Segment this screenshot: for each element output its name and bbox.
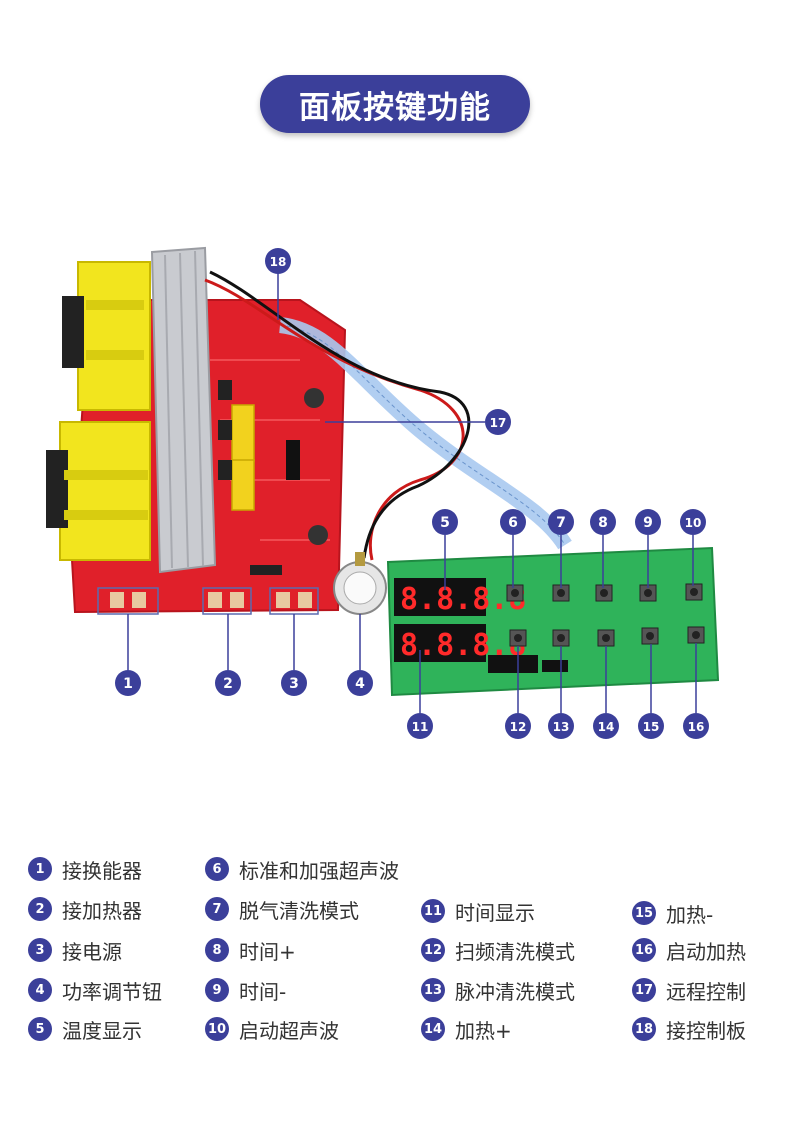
- transformer-upper: [62, 261, 151, 411]
- callout-circle: [548, 509, 574, 535]
- transformer-lower: [46, 421, 151, 561]
- callout-circle: [265, 248, 291, 274]
- callout-marker-17: 17: [485, 409, 511, 435]
- callout-circle: [500, 509, 526, 535]
- callout-marker-3: 3: [281, 670, 307, 696]
- callout-circle: [505, 713, 531, 739]
- callout-number: 7: [556, 515, 566, 531]
- callout-circle: [593, 713, 619, 739]
- callout-marker-1: 1: [115, 670, 141, 696]
- callout-number: 17: [490, 416, 507, 430]
- callout-number: 18: [270, 255, 287, 269]
- callout-circle: [485, 409, 511, 435]
- page-title: 面板按键功能: [260, 75, 530, 133]
- callout-marker-16: 16: [683, 713, 709, 739]
- callout-marker-11: 11: [407, 713, 433, 739]
- callout-circle: [407, 713, 433, 739]
- callout-marker-10: 10: [680, 509, 706, 535]
- wire-black: [209, 270, 471, 559]
- callout-number: 16: [688, 720, 705, 734]
- callout-marker-4: 4: [347, 670, 373, 696]
- callout-number: 2: [223, 676, 233, 692]
- callout-circle: [347, 670, 373, 696]
- svg-text:8.8.8.8: 8.8.8.8: [400, 582, 526, 617]
- heatsink: [150, 246, 217, 574]
- callout-number: 13: [553, 720, 570, 734]
- callout-marker-6: 6: [500, 509, 526, 535]
- callout-marker-8: 8: [590, 509, 616, 535]
- callout-number: 8: [598, 515, 608, 531]
- callout-number: 9: [643, 515, 653, 531]
- callout-circle: [680, 509, 706, 535]
- control-panel: 8.8.8.8 8.8.8.8: [386, 546, 720, 697]
- callout-number: 11: [412, 720, 429, 734]
- callout-leaders: [127, 273, 697, 713]
- callout-marker-2: 2: [215, 670, 241, 696]
- callout-number: 6: [508, 515, 518, 531]
- callout-number: 3: [289, 676, 299, 692]
- callout-circle: [215, 670, 241, 696]
- callout-number: 15: [643, 720, 660, 734]
- callout-marker-9: 9: [635, 509, 661, 535]
- callout-marker-13: 13: [548, 713, 574, 739]
- callout-circle: [638, 713, 664, 739]
- callout-circle: [281, 670, 307, 696]
- callout-number: 1: [123, 676, 133, 692]
- callout-number: 14: [598, 720, 615, 734]
- callout-number: 4: [355, 676, 365, 692]
- callout-circle: [683, 713, 709, 739]
- callout-circle: [635, 509, 661, 535]
- callout-marker-5: 5: [432, 509, 458, 535]
- callout-number: 5: [440, 515, 450, 531]
- callout-marker-7: 7: [548, 509, 574, 535]
- callout-number: 10: [685, 516, 702, 530]
- callout-circle: [115, 670, 141, 696]
- power-knob: [333, 552, 387, 615]
- callout-number: 12: [510, 720, 527, 734]
- callout-marker-12: 12: [505, 713, 531, 739]
- callout-marker-15: 15: [638, 713, 664, 739]
- callout-circle: [590, 509, 616, 535]
- callout-circle: [432, 509, 458, 535]
- callout-marker-18: 18: [265, 248, 291, 274]
- callout-marker-14: 14: [593, 713, 619, 739]
- callout-circle: [548, 713, 574, 739]
- wire-red: [204, 278, 465, 561]
